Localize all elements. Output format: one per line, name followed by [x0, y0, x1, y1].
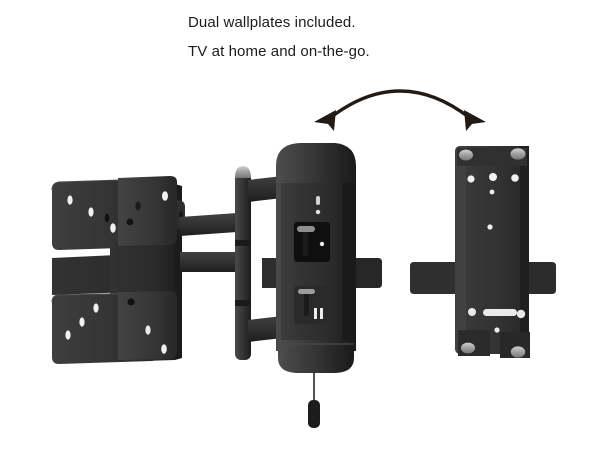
portable-plate-adjust-slot — [483, 309, 517, 316]
column-tab-left — [262, 258, 276, 288]
portable-plate-hole — [468, 308, 476, 316]
mount-hole — [79, 317, 85, 327]
portable-plate-top-bolt-right — [510, 148, 526, 160]
portable-plate-cross-arm-left — [410, 262, 460, 294]
extension-arm-upper-inner — [180, 213, 237, 236]
column-top-cap — [276, 143, 356, 186]
pivot-post — [235, 166, 251, 360]
double-headed-curved-arrow — [314, 89, 486, 131]
extension-arm-lower-inner — [180, 252, 237, 272]
portable-plate-bottom-bolt-left — [461, 342, 475, 354]
column-bracket-lower — [294, 286, 328, 324]
column-base — [278, 340, 354, 373]
wallplate-quad-panel-top-right — [104, 176, 177, 246]
mount-hole — [88, 207, 94, 217]
column-bracket-upper — [294, 222, 330, 262]
mount-hole — [145, 325, 151, 335]
column-tab-right — [356, 258, 382, 288]
articulating-mount — [51, 143, 382, 428]
arrow-curve — [328, 89, 472, 120]
mount-hole — [161, 344, 167, 354]
portable-plate-hole — [516, 309, 526, 319]
vertical-mounting-column — [262, 143, 382, 373]
portable-plate-body — [455, 146, 529, 354]
portable-plate-hole — [511, 174, 519, 182]
pivot-cap-silver-icon — [235, 166, 251, 178]
mount-hole — [93, 303, 99, 313]
mount-hole-dark — [126, 218, 134, 226]
wallplate-quad-panel-bottom-right — [118, 291, 177, 360]
release-pull-tab — [308, 400, 320, 428]
portable-plate-bottom-ear-left — [458, 330, 490, 356]
caption-line-2: TV at home and on-the-go. — [188, 43, 370, 60]
mount-hole — [65, 330, 71, 340]
portable-plate-top-bolt-left — [459, 149, 473, 161]
portable-plate-center-hole — [487, 224, 493, 230]
mount-hole — [162, 191, 168, 201]
caption-line-1: Dual wallplates included. — [188, 14, 356, 31]
mount-hole — [67, 195, 73, 205]
portable-plate-bottom-section — [468, 308, 526, 333]
portable-plate-hole-small — [489, 189, 495, 195]
arrow-head-right-icon — [464, 110, 486, 131]
portable-plate-bottom-bolt-right — [510, 346, 526, 358]
mount-hole-dark — [127, 298, 135, 306]
portable-wallplate — [410, 146, 556, 358]
arrow-head-left-icon — [314, 110, 336, 131]
portable-plate-top-ear — [457, 148, 527, 166]
portable-plate-hole — [467, 175, 475, 183]
mount-hole-dark — [104, 213, 110, 223]
portable-plate-hole — [489, 173, 497, 181]
mount-hole — [110, 223, 116, 233]
release-pull-cord[interactable] — [308, 372, 320, 428]
portable-plate-hole-small — [494, 327, 500, 333]
mount-hole-dark — [135, 201, 141, 211]
